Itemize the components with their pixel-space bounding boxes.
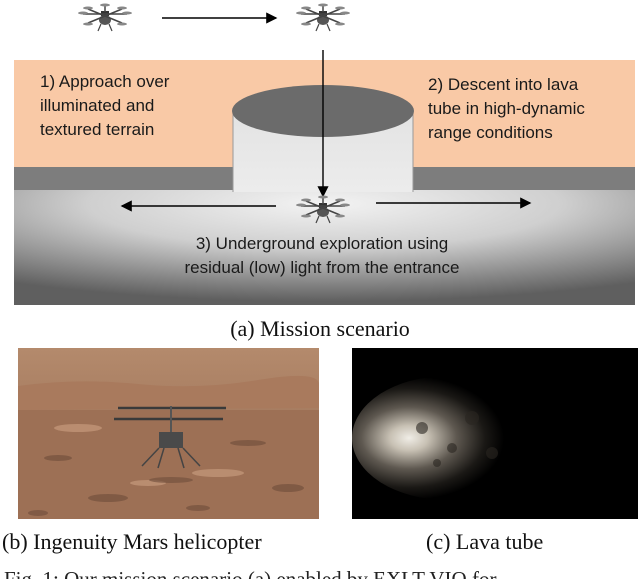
caption-mission-scenario: (a) Mission scenario <box>230 316 410 341</box>
figure-caption-cutoff: Fig. 1: Our mission scenario (a) enabled… <box>0 566 640 579</box>
stage-1-label: 1) Approach over illuminated and texture… <box>40 72 170 139</box>
figure-caption-text: Fig. 1: Our mission scenario (a) enabled… <box>4 567 497 579</box>
caption-lava-tube: (c) Lava tube <box>426 529 544 554</box>
drone-icon <box>295 2 351 32</box>
helicopter-icon <box>114 406 226 469</box>
stage-2-label: 2) Descent into lava tube in high-dynami… <box>428 75 585 142</box>
lava-tube-photo <box>352 348 638 519</box>
stage-3-label: 3) Underground exploration using residua… <box>184 234 460 277</box>
drone-icon <box>77 2 133 32</box>
mission-scenario-diagram <box>14 2 635 305</box>
caption-mars-helicopter: (b) Ingenuity Mars helicopter <box>2 529 262 554</box>
mars-helicopter-photo <box>18 348 319 519</box>
